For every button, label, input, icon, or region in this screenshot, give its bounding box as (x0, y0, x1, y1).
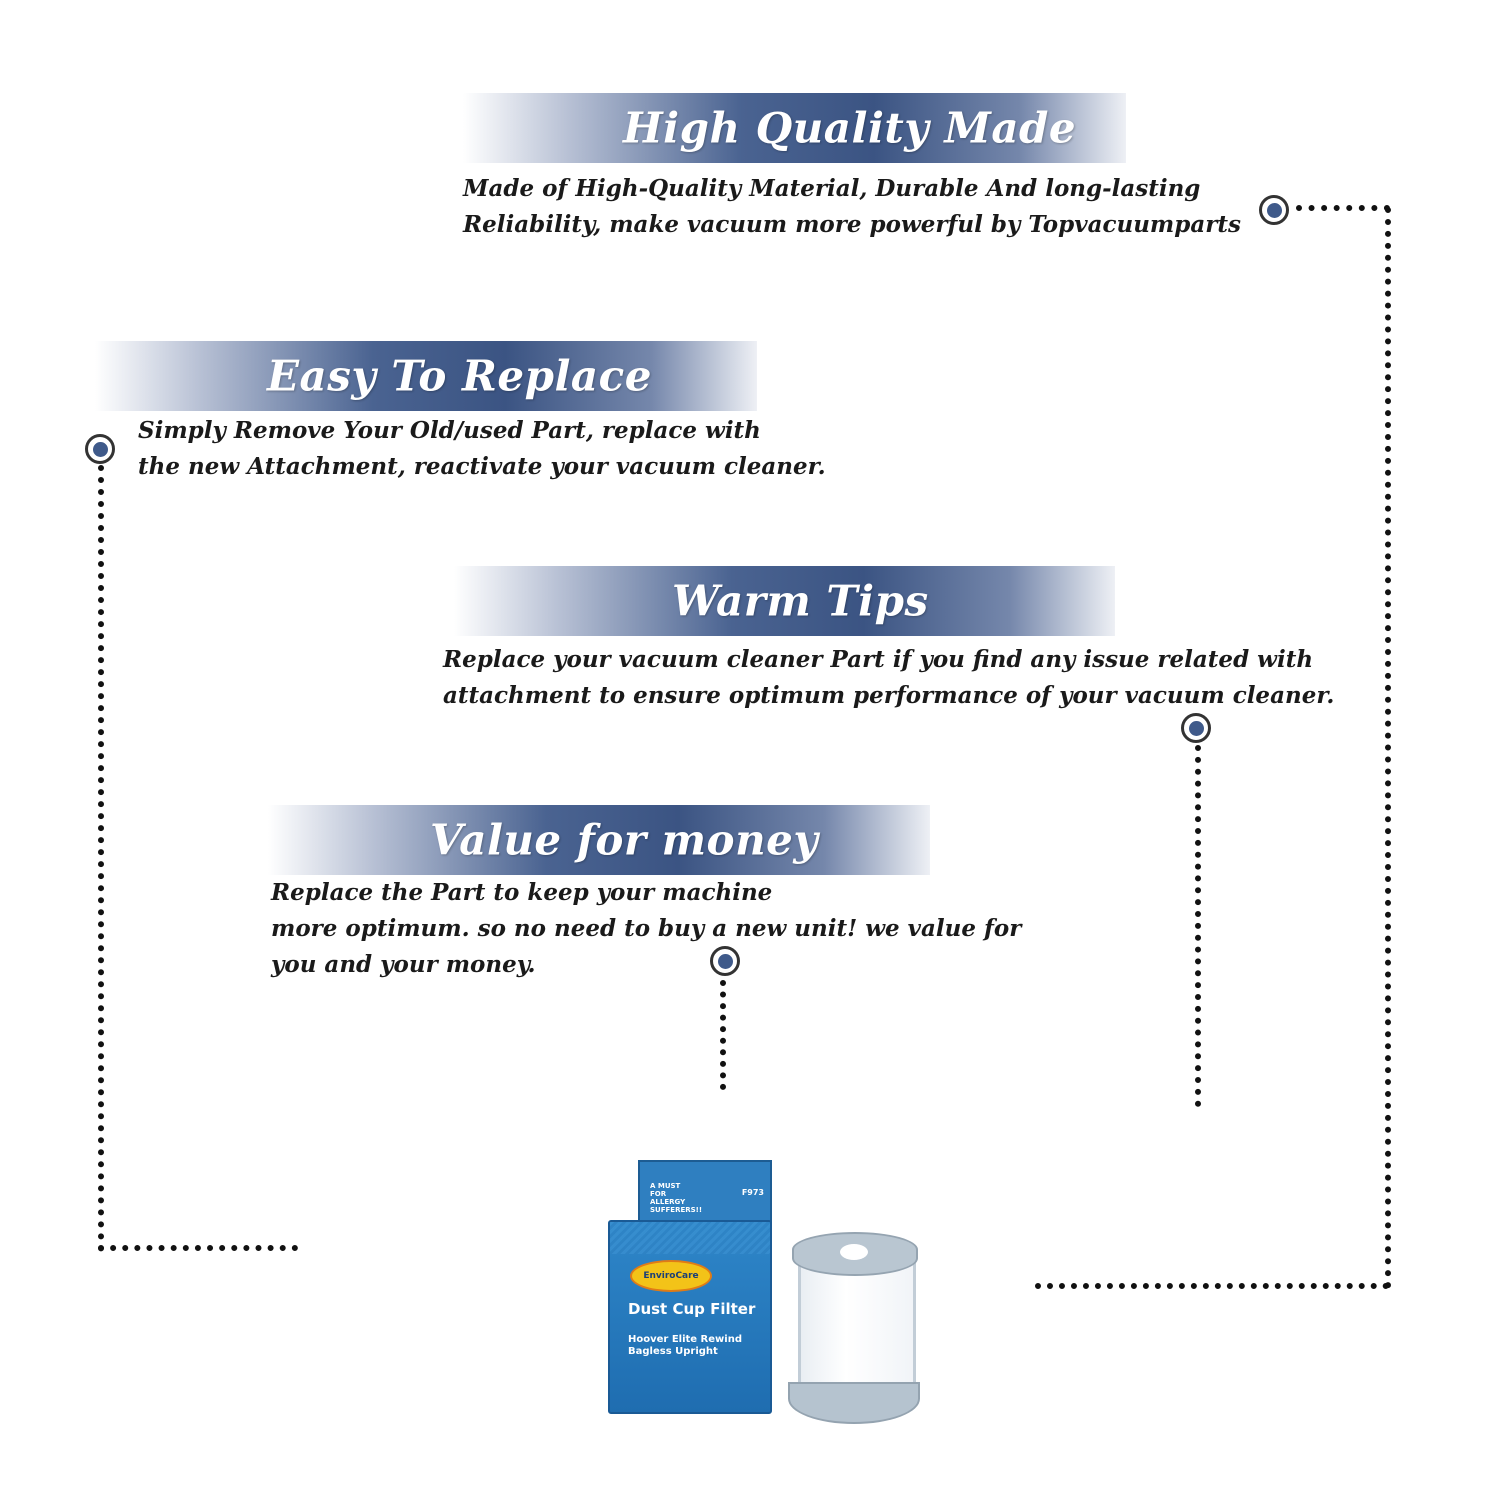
section-banner: High Quality Made (463, 93, 1126, 163)
marker-icon (1259, 195, 1289, 225)
marker-icon (710, 946, 740, 976)
connector-line (1195, 745, 1201, 1107)
connector-line (1035, 1283, 1389, 1289)
section-title: Warm Tips (672, 576, 929, 626)
section-description: Replace your vacuum cleaner Part if you … (443, 642, 1334, 714)
product-box: EnviroCare Dust Cup Filter Hoover Elite … (608, 1220, 772, 1414)
box-subtitle: Hoover Elite Rewind Bagless Upright (628, 1334, 742, 1357)
description-line: Replace your vacuum cleaner Part if you … (443, 646, 1314, 673)
connector-line (1296, 205, 1390, 211)
filter-body (798, 1252, 916, 1402)
connector-line (720, 980, 726, 1090)
description-line: more optimum. so no need to buy a new un… (271, 915, 1022, 942)
marker-icon (85, 434, 115, 464)
section-banner: Value for money (268, 805, 930, 875)
description-line: attachment to ensure optimum performance… (443, 682, 1335, 709)
box-top-text: A MUST FOR ALLERGY SUFFERERS!! (650, 1182, 703, 1214)
connector-line (98, 1245, 298, 1251)
description-line: Simply Remove Your Old/used Part, replac… (138, 417, 761, 444)
filter-cap (792, 1232, 918, 1276)
section-title: Value for money (430, 815, 819, 865)
product-image: A MUST FOR ALLERGY SUFFERERS!! F973 Envi… (600, 1150, 930, 1430)
description-line: you and your money. (271, 951, 536, 978)
section-description: Replace the Part to keep your machine mo… (271, 875, 1021, 983)
filter-base (788, 1382, 920, 1424)
section-banner: Warm Tips (454, 566, 1115, 636)
box-code: F973 (741, 1188, 764, 1197)
section-title: High Quality Made (623, 103, 1077, 153)
section-description: Made of High-Quality Material, Durable A… (463, 171, 1241, 243)
brand-logo: EnviroCare (630, 1260, 712, 1292)
section-banner: Easy To Replace (95, 341, 757, 411)
description-line: Replace the Part to keep your machine (271, 879, 773, 906)
box-title: Dust Cup Filter (628, 1300, 756, 1318)
marker-icon (1181, 713, 1211, 743)
section-title: Easy To Replace (267, 351, 652, 401)
connector-line (1385, 207, 1391, 1289)
section-description: Simply Remove Your Old/used Part, replac… (138, 413, 826, 485)
description-line: the new Attachment, reactivate your vacu… (138, 453, 826, 480)
connector-line (98, 465, 104, 1252)
description-line: Reliability, make vacuum more powerful b… (463, 211, 1241, 238)
description-line: Made of High-Quality Material, Durable A… (463, 175, 1201, 202)
box-stripe (610, 1222, 770, 1254)
